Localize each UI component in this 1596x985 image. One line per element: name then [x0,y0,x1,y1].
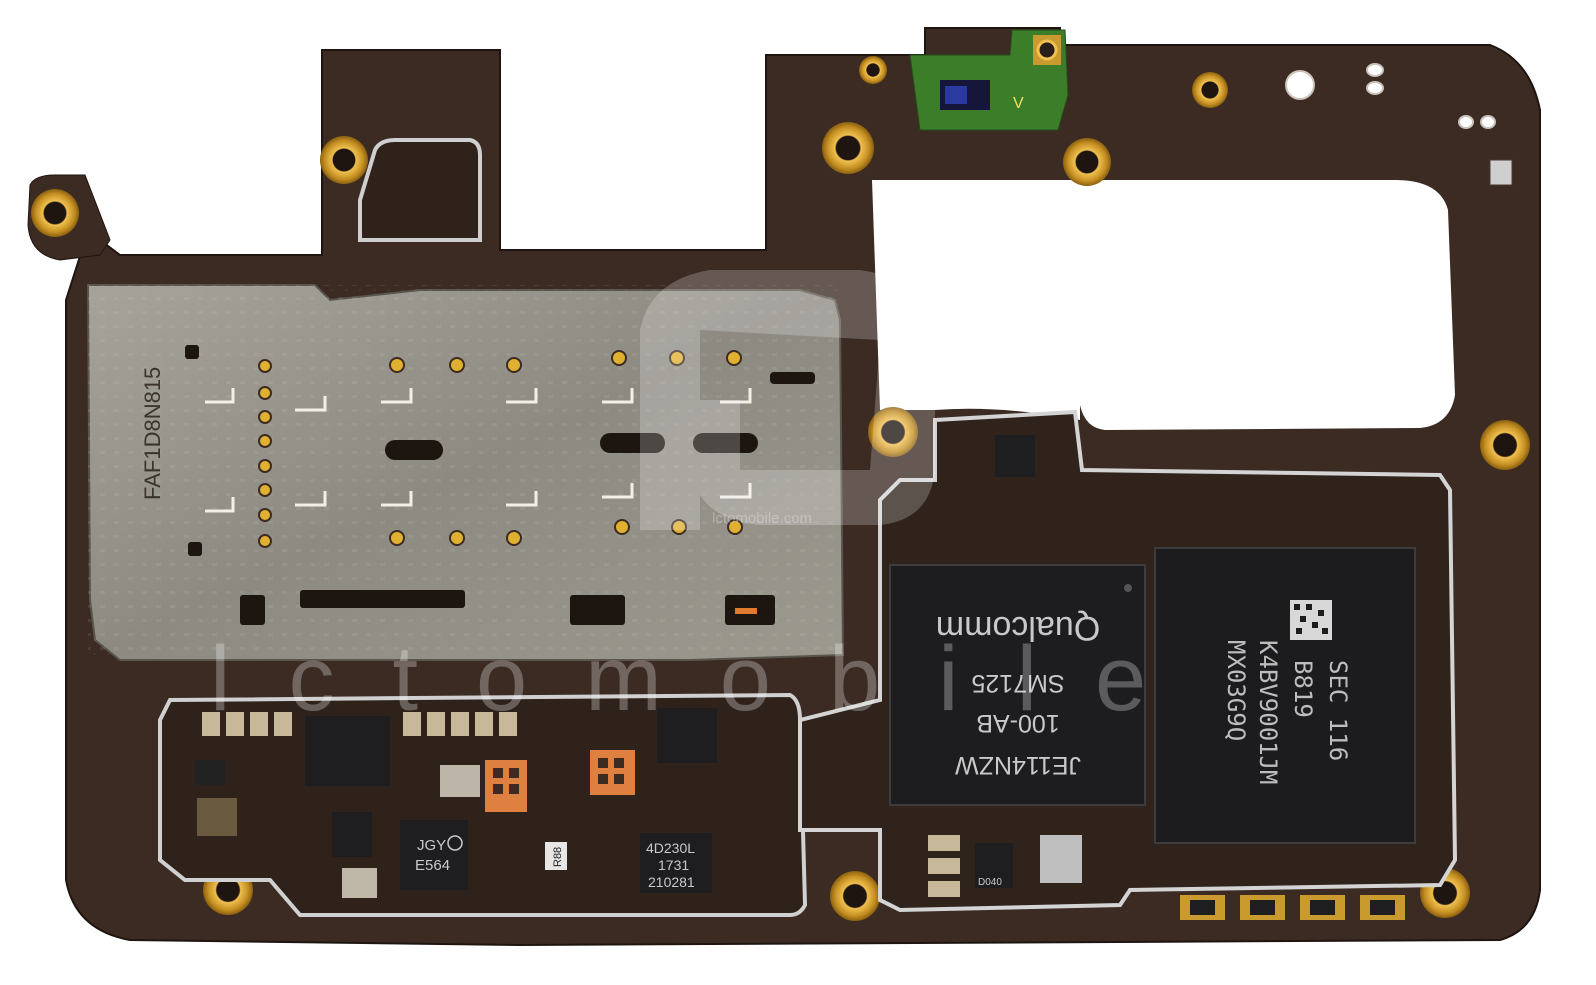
watermark-text: lctomobile [210,628,1204,730]
resistor-marking: R88 [552,847,564,867]
memory-line-4: MX03G9Q [1222,640,1250,741]
memory-line-1: SEC 116 [1324,660,1352,761]
pmic-b-line3: 210281 [648,874,695,890]
watermark: lctomobile.com lctomobile [210,270,1204,730]
ic-marking: D040 [978,877,1002,888]
soc-code: JE114NZW [955,751,1081,779]
pmic-a-line2: E564 [415,857,450,874]
svg-text:V: V [1013,95,1024,112]
soc-brand: Qualcomm [936,609,1100,647]
pmic-b-line1: 4D230L [646,840,695,856]
sim-tray: FAF1D8N815 [86,284,845,661]
pmic-a-line1: JGY [417,837,446,854]
memory-line-2: B819 [1289,660,1317,718]
soc-part: SM7125 [971,669,1064,697]
sim-tray-marking: FAF1D8N815 [140,367,165,500]
small-components: JGY E564 4D230L 1731 210281 R88 [195,435,1405,920]
memory-chip: SEC 116 B819 K4BV9001JM MX03G9Q [1154,547,1416,844]
soc-chip: JE114NZW 100-AB SM7125 Qualcomm [889,564,1146,806]
camera-flex: V [909,29,1069,131]
board-cutout [872,180,1455,430]
memory-line-3: K4BV9001JM [1254,640,1282,785]
watermark-inner: lctomobile.com [712,510,812,527]
upper-shield [358,138,482,242]
soc-variant: 100-AB [976,709,1059,737]
pmic-b-line2: 1731 [658,857,689,873]
